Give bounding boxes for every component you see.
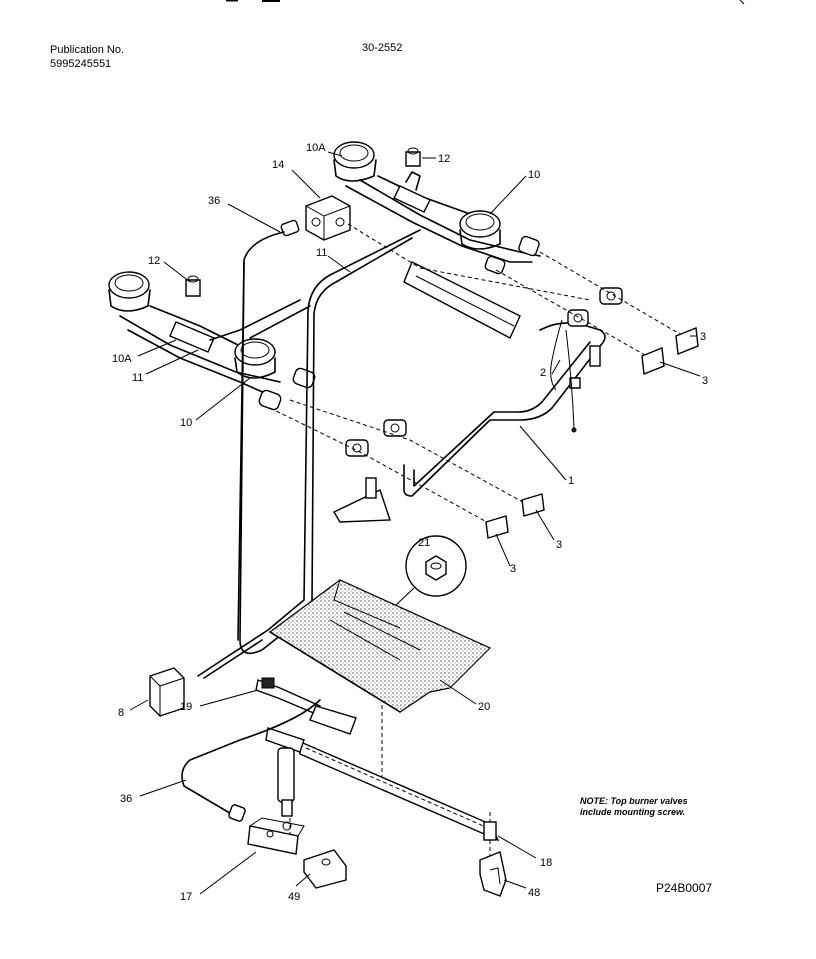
callout-48: 48 bbox=[528, 887, 540, 899]
publication-number: 5995245551 bbox=[50, 58, 112, 70]
callout-49: 49 bbox=[288, 891, 300, 903]
right-burner-assembly bbox=[333, 141, 541, 275]
scan-marks bbox=[226, 0, 745, 5]
note-line-1: NOTE: Top burner valves bbox=[580, 796, 688, 806]
mount-bracket-48 bbox=[479, 851, 507, 897]
escutcheons bbox=[485, 327, 699, 539]
callout-14: 14 bbox=[272, 159, 284, 171]
part-8-block bbox=[149, 667, 185, 717]
callout-10A-top: 10A bbox=[306, 142, 326, 154]
valve-3 bbox=[383, 419, 407, 437]
callout-10-top: 10 bbox=[528, 169, 540, 181]
callout-12-top: 12 bbox=[438, 153, 450, 165]
note-line-2: include mounting screw. bbox=[580, 807, 686, 817]
callout-12-left: 12 bbox=[148, 255, 160, 267]
manifold-pipe bbox=[333, 261, 606, 523]
orifice-bracket bbox=[247, 817, 305, 855]
callout-36-top: 36 bbox=[208, 195, 220, 207]
valve-2 bbox=[567, 309, 589, 327]
callout-3-c: 3 bbox=[556, 539, 562, 551]
document-code: 30-2552 bbox=[362, 42, 403, 54]
callout-19: 19 bbox=[180, 701, 192, 713]
valve-1 bbox=[599, 287, 623, 305]
callout-3-a: 3 bbox=[700, 331, 706, 343]
bake-burner-tube bbox=[294, 738, 500, 842]
publication-label: Publication No. bbox=[50, 44, 124, 56]
left-burner-assembly bbox=[108, 271, 316, 411]
bake-orifice-assembly bbox=[265, 727, 305, 831]
callout-21: 21 bbox=[418, 537, 430, 549]
callout-labels: 10A 12 14 10 36 11 12 3 10A 11 2 3 10 1 … bbox=[112, 142, 708, 903]
callout-1: 1 bbox=[568, 475, 574, 487]
callout-8: 8 bbox=[118, 707, 124, 719]
callout-2: 2 bbox=[540, 367, 546, 379]
callout-10A-left: 10A bbox=[112, 353, 132, 365]
callout-18: 18 bbox=[540, 857, 552, 869]
mount-bracket-49 bbox=[303, 849, 347, 889]
igniter-wire bbox=[550, 319, 577, 433]
pressure-regulator bbox=[280, 195, 351, 241]
callout-3-d: 3 bbox=[510, 563, 516, 575]
callout-3-b: 3 bbox=[702, 375, 708, 387]
figure-code: P24B0007 bbox=[656, 881, 713, 895]
callout-10-left: 10 bbox=[180, 417, 192, 429]
callout-11-left: 11 bbox=[132, 372, 143, 384]
callout-11-top: 11 bbox=[316, 247, 327, 259]
callout-17: 17 bbox=[180, 891, 192, 903]
lower-gas-tube bbox=[181, 699, 321, 822]
nut-detail bbox=[379, 535, 467, 621]
gas-tubing bbox=[197, 229, 421, 679]
valve-4 bbox=[345, 439, 369, 457]
leader-lines bbox=[129, 151, 701, 895]
callout-36-bottom: 36 bbox=[120, 793, 132, 805]
heat-shield bbox=[268, 579, 492, 713]
burner-valves bbox=[345, 287, 623, 457]
ignitor bbox=[255, 677, 357, 735]
note-text: NOTE: Top burner valves include mounting… bbox=[580, 796, 688, 818]
callout-20: 20 bbox=[478, 701, 490, 713]
